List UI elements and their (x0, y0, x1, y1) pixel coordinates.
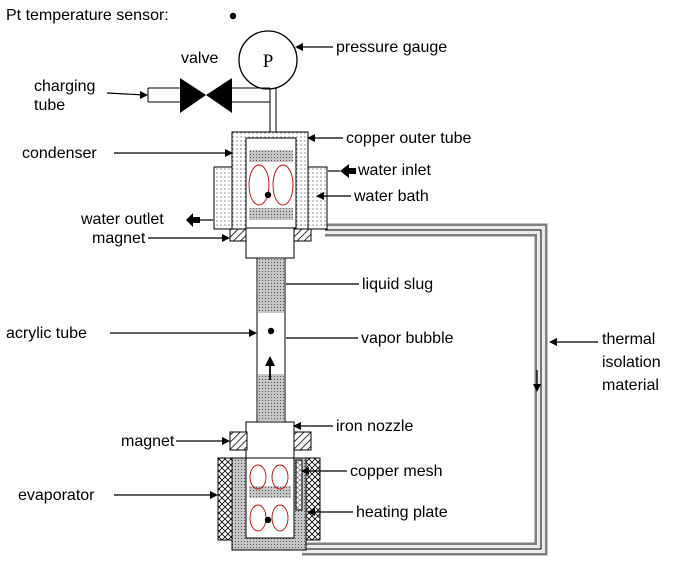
condenser-liquid-top (249, 150, 293, 162)
gauge-symbol: P (263, 51, 274, 72)
valve-icon (180, 78, 232, 113)
condenser-liquid-bottom (249, 208, 293, 220)
condenser-flow-circles (248, 164, 294, 206)
water-inlet-label: water inlet (357, 162, 431, 179)
pressure-gauge-dial (238, 30, 298, 90)
thermal-isolation-label-line1: thermal (602, 331, 655, 348)
thermal-isolation-loop (302, 223, 548, 556)
return-flow-arrow (533, 370, 541, 392)
evaporator-flow-circles (249, 464, 289, 532)
water-outlet-label: water outlet (80, 211, 164, 228)
liquid-slug-label: liquid slug (362, 276, 433, 293)
evaporator-liquid (249, 486, 291, 498)
iron-nozzle-label: iron nozzle (336, 418, 413, 435)
valve-label: valve (181, 50, 218, 67)
pt-sensor-legend-dot (229, 12, 237, 20)
magnet-bottom-left (229, 431, 248, 451)
acrylic-tube-label: acrylic tube (6, 325, 87, 342)
iron-nozzle (245, 421, 295, 459)
copper-outer-tube-label: copper outer tube (346, 130, 472, 147)
magnet-bottom-right (293, 431, 312, 451)
vapor-bubble-sensor (267, 327, 275, 335)
magnet-top-left (229, 228, 248, 242)
thermal-isolation-label-line3: material (602, 377, 659, 394)
condenser-label: condenser (22, 145, 97, 162)
magnet-top-label: magnet (92, 230, 146, 247)
magnet-top-right (293, 228, 312, 242)
condenser-temperature-sensor (264, 191, 272, 199)
thermal-isolation-label-line2: isolation (602, 354, 661, 371)
pt-sensor-legend-label: Pt temperature sensor: (6, 7, 169, 24)
charging-tube-label-line1: charging (34, 78, 95, 95)
flow-up-arrow (265, 356, 275, 380)
liquid-slug-lower (258, 374, 284, 421)
copper-mesh-label: copper mesh (350, 463, 443, 480)
heating-plate-label: heating plate (356, 504, 448, 521)
water-bath-label: water bath (353, 188, 429, 205)
vapor-bubble-label: vapor bubble (361, 330, 454, 347)
top-connector (245, 227, 295, 259)
water-inlet-arrow-icon (340, 164, 356, 178)
pressure-gauge-label: pressure gauge (336, 39, 447, 56)
magnet-bottom-label: magnet (121, 433, 175, 450)
evaporator-label: evaporator (18, 487, 95, 504)
copper-mesh (295, 459, 303, 511)
liquid-slug (258, 259, 284, 313)
charging-tube-label-line2: tube (34, 97, 65, 114)
water-outlet-arrow-icon (186, 213, 200, 227)
evaporator-temperature-sensor (264, 516, 272, 524)
